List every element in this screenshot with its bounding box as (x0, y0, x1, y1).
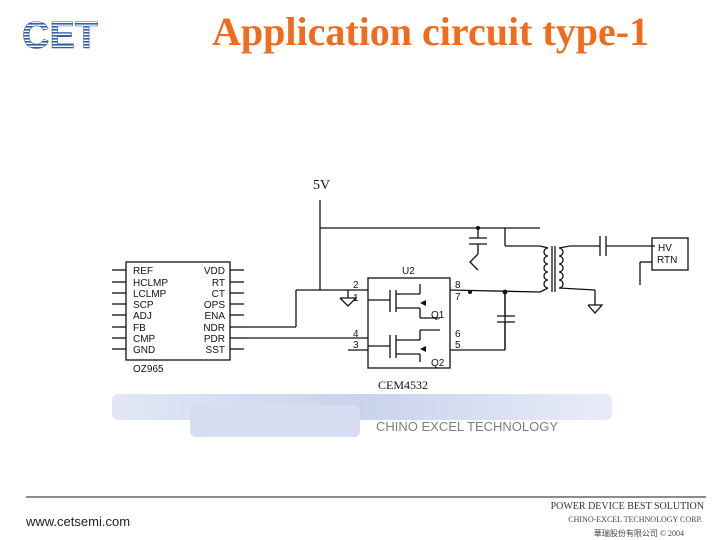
output-label-hv: HV (658, 243, 672, 254)
ic1-pin-label: SCP (133, 300, 154, 311)
ic2-name: U2 (402, 266, 415, 277)
ic2-pin-label: 1 (353, 293, 359, 304)
ic1-pin-label: PDR (204, 334, 225, 345)
ic1-pin-label: SST (206, 345, 225, 356)
logo-text: CET (22, 15, 98, 54)
footer-tagline: POWER DEVICE BEST SOLUTION (550, 501, 704, 512)
ic1-pin-label: NDR (203, 323, 225, 334)
ic1-pin-label: CMP (133, 334, 156, 345)
ic2-pin-label: 8 (455, 280, 461, 291)
ic2-pin-label: 5 (455, 340, 461, 351)
ic2-pin-label: 7 (455, 292, 461, 303)
ic1-pin-label: RT (212, 278, 225, 289)
footer-website: www.cetsemi.com (26, 514, 131, 529)
watermark: CHINO EXCEL TECHNOLOGY (112, 394, 612, 437)
ic2-pin-label: 6 (455, 329, 461, 340)
ic1-pin-label: CT (212, 289, 225, 300)
transistor-label: Q1 (431, 310, 445, 321)
output-label-rtn: RTN (657, 255, 677, 266)
transistor-label: Q2 (431, 358, 445, 369)
supply-label: 5V (313, 178, 330, 193)
footer-corp: CHINO-EXCEL TECHNOLOGY CORP. (568, 515, 702, 524)
watermark-text: CHINO EXCEL TECHNOLOGY (376, 419, 558, 434)
ic2-pin-label: 4 (353, 329, 359, 340)
ic2-part-number: CEM4532 (378, 378, 428, 392)
ic2-pin-label: 2 (353, 280, 359, 291)
ic1-pin-label: FB (133, 323, 146, 334)
company-logo: CET (22, 15, 98, 54)
ic1-pin-label: REF (133, 266, 153, 277)
footer-divider (26, 496, 706, 498)
page-title: Application circuit type-1 (212, 9, 650, 54)
ic1-pin-label: LCLMP (133, 289, 167, 300)
ic1-pin-label: ADJ (133, 311, 152, 322)
ic1-pin-label: OPS (204, 300, 225, 311)
ic1-pin-label: GND (133, 345, 155, 356)
ic2-pin-label: 3 (353, 340, 359, 351)
ic1-name: OZ965 (133, 364, 164, 375)
ic1-pin-label: HCLMP (133, 278, 168, 289)
ic1-pin-label: VDD (204, 266, 225, 277)
footer-corp-cn: 華瑞股份有限公司 © 2004 (593, 529, 684, 538)
ic1-pin-label: ENA (204, 311, 225, 322)
